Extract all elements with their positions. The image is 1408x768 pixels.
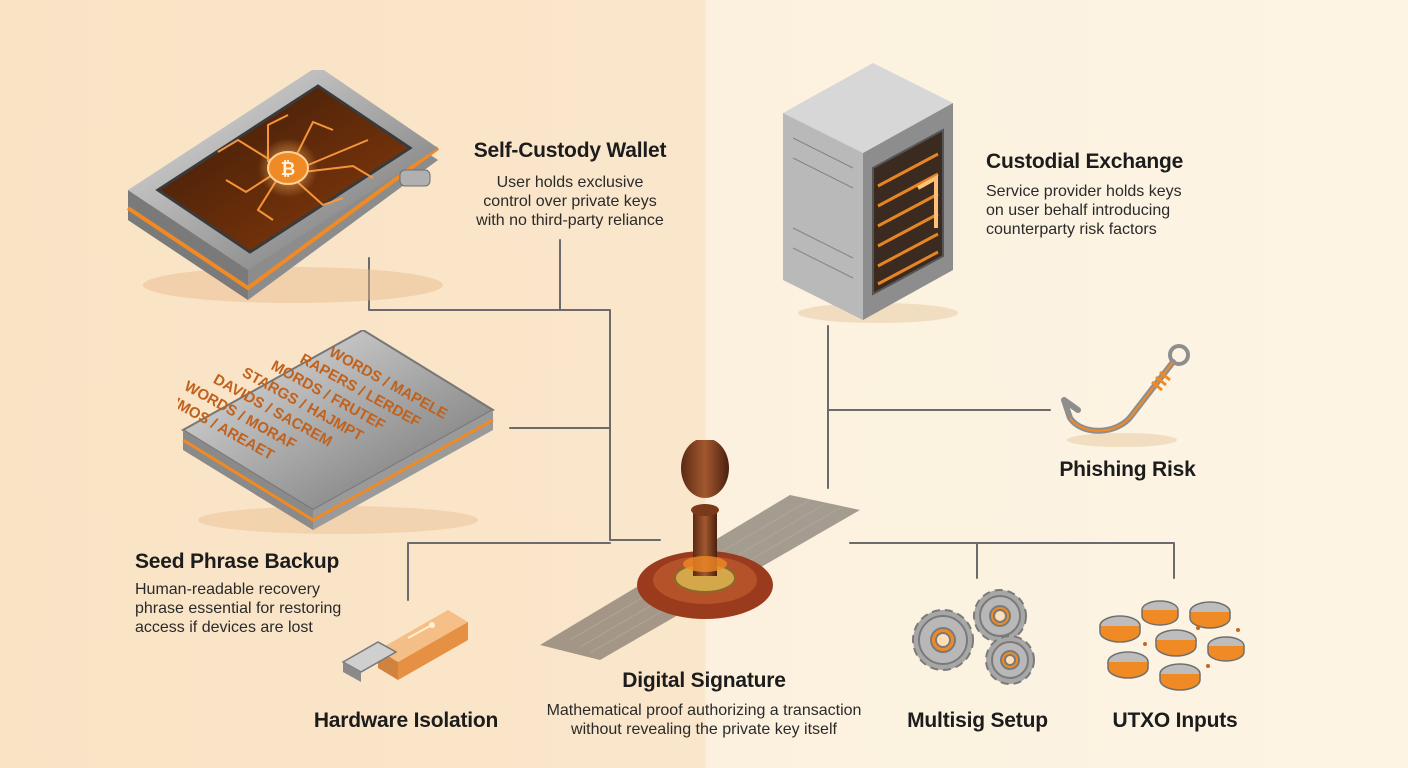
custodial-node: Custodial Exchange Service provider hold… [986,150,1246,239]
connector-utxo [849,542,1175,579]
self-custody-node: Self-Custody Wallet User holds exclusive… [455,139,685,230]
wax-seal-stamp-icon [540,440,860,660]
usb-drive-icon [341,610,468,682]
utxo-title: UTXO Inputs [1112,709,1238,732]
desc-line: without revealing the private key itself [571,721,837,738]
phishing-node: Phishing Risk [1040,458,1215,482]
desc-line: Service provider holds keys [986,183,1182,200]
self-custody-title: Self-Custody Wallet [473,139,667,162]
svg-text:₿: ₿ [281,159,296,179]
desc-line: phrase essential for restoring [135,600,342,617]
gears-icon [912,589,1035,685]
custodial-title: Custodial Exchange [986,150,1184,173]
seed-title: Seed Phrase Backup [135,550,340,573]
metal-plate-icon: WORDS / MAPELE RAPERS / LERDEF MORDS / F… [178,330,495,534]
signature-desc: Mathematical proof authorizing a transac… [520,701,888,739]
connector-hardware [407,542,611,601]
signature-title: Digital Signature [622,669,786,692]
multisig-title: Multisig Setup [907,709,1048,732]
custodial-desc: Service provider holds keys on user beha… [986,182,1246,239]
desc-line: User holds exclusive [496,174,644,191]
multisig-node: Multisig Setup [890,709,1065,733]
phishing-title: Phishing Risk [1059,458,1196,481]
desc-line: access if devices are lost [135,619,313,636]
desc-line: Mathematical proof authorizing a transac… [546,702,862,719]
signature-node: Digital Signature Mathematical proof aut… [520,669,888,739]
hardware-title: Hardware Isolation [313,709,499,732]
server-rack-icon [783,63,958,323]
desc-line: Human-readable recovery [135,581,320,598]
connector-wallet [368,257,661,541]
seed-node: Seed Phrase Backup Human-readable recove… [135,550,405,637]
hardware-node: Hardware Isolation [300,709,512,733]
desc-line: counterparty risk factors [986,221,1157,238]
utxo-node: UTXO Inputs [1090,709,1260,733]
desc-line: control over private keys [483,193,657,210]
fish-hook-icon [1061,344,1190,447]
coin-fragments-icon [1099,600,1245,691]
desc-line: with no third-party reliance [476,212,664,229]
seed-desc: Human-readable recovery phrase essential… [135,580,405,637]
desc-line: on user behalf introducing [986,202,1171,219]
self-custody-desc: User holds exclusive control over privat… [455,173,685,230]
hardware-wallet-icon: ₿ [126,70,443,303]
